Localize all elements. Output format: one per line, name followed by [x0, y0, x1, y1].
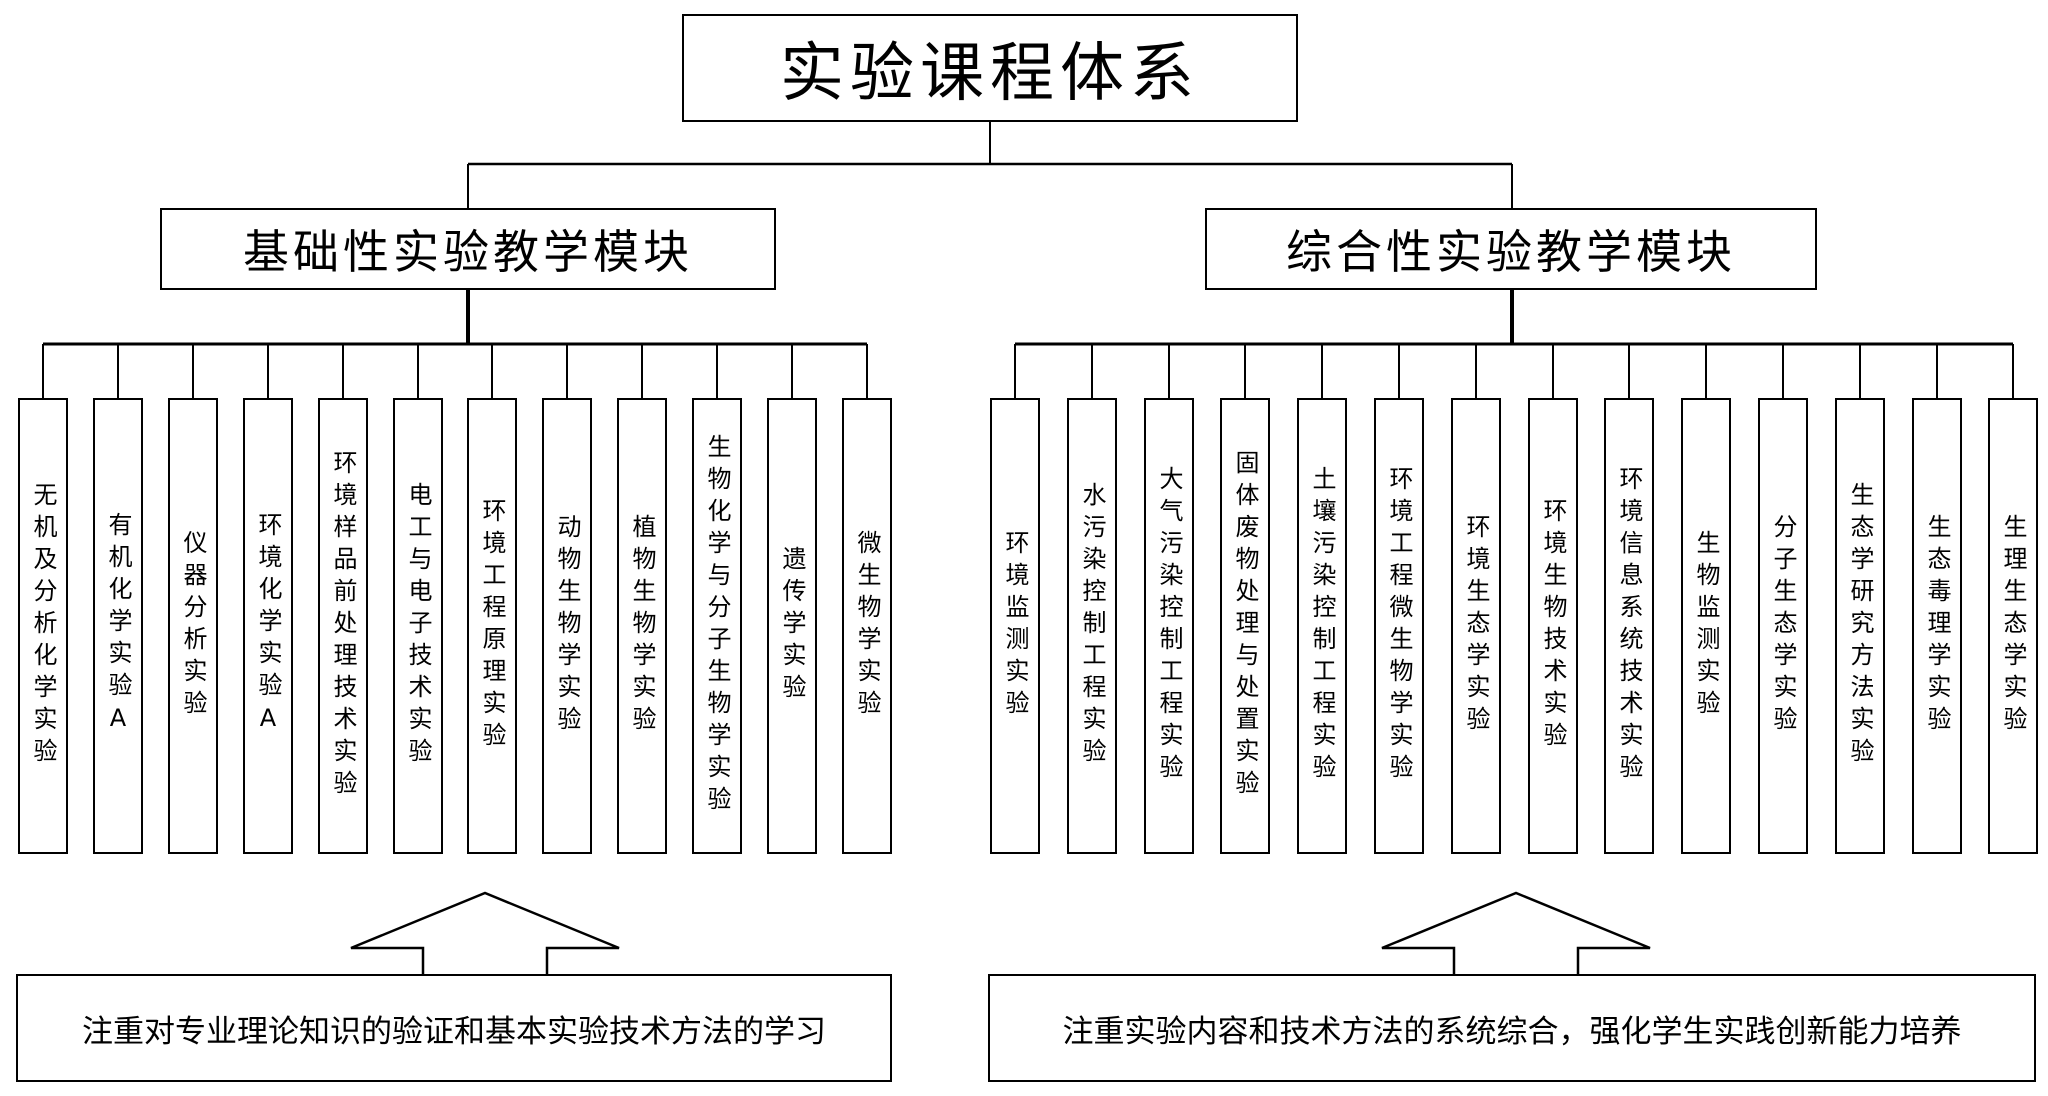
- course-box: 大气污染控制工程实验: [1144, 398, 1194, 854]
- course-name: 动物生物学实验: [553, 514, 581, 738]
- course-box: 环境样品前处理技术实验: [318, 398, 368, 854]
- course-box: 环境化学实验A: [243, 398, 293, 854]
- course-name: 生态学研究方法实验: [1846, 482, 1874, 770]
- course-name: 遗传学实验: [778, 546, 806, 706]
- course-name: 电工与电子技术实验: [404, 482, 432, 770]
- course-box: 水污染控制工程实验: [1067, 398, 1117, 854]
- course-name: 生态毒理学实验: [1923, 514, 1951, 738]
- course-name: 有机化学实验A: [104, 512, 132, 740]
- course-name: 植物生物学实验: [628, 514, 656, 738]
- course-name: 水污染控制工程实验: [1078, 482, 1106, 770]
- course-box: 环境生物技术实验: [1528, 398, 1578, 854]
- course-name: 大气污染控制工程实验: [1155, 466, 1183, 786]
- course-box: 无机及分析化学实验: [18, 398, 68, 854]
- basic-module-box: 基础性实验教学模块: [160, 208, 776, 290]
- course-name: 土壤污染控制工程实验: [1308, 466, 1336, 786]
- course-name: 环境样品前处理技术实验: [329, 450, 357, 802]
- course-box: 仪器分析实验: [168, 398, 218, 854]
- comprehensive-module-box: 综合性实验教学模块: [1205, 208, 1817, 290]
- basic-note-text: 注重对专业理论知识的验证和基本实验技术方法的学习: [82, 1013, 826, 1050]
- course-box: 电工与电子技术实验: [393, 398, 443, 854]
- course-box: 遗传学实验: [767, 398, 817, 854]
- course-box: 生态学研究方法实验: [1835, 398, 1885, 854]
- course-box: 生物化学与分子生物学实验: [692, 398, 742, 854]
- course-name: 生物化学与分子生物学实验: [703, 434, 731, 818]
- root-title: 实验课程体系: [780, 37, 1200, 111]
- course-box: 土壤污染控制工程实验: [1297, 398, 1347, 854]
- course-box: 环境工程原理实验: [467, 398, 517, 854]
- comprehensive-up-arrow-icon: [1381, 891, 1651, 976]
- course-box: 有机化学实验A: [93, 398, 143, 854]
- course-name: 生理生态学实验: [1999, 514, 2027, 738]
- course-name: 仪器分析实验: [179, 530, 207, 722]
- comprehensive-module-note: 注重实验内容和技术方法的系统综合，强化学生实践创新能力培养: [988, 974, 2036, 1082]
- course-name: 环境工程原理实验: [478, 498, 506, 754]
- comprehensive-module-title: 综合性实验教学模块: [1286, 225, 1736, 279]
- course-box: 环境生态学实验: [1451, 398, 1501, 854]
- course-name: 分子生态学实验: [1769, 514, 1797, 738]
- course-box: 分子生态学实验: [1758, 398, 1808, 854]
- course-box: 植物生物学实验: [617, 398, 667, 854]
- course-box: 环境信息系统技术实验: [1604, 398, 1654, 854]
- course-name: 生物监测实验: [1692, 530, 1720, 722]
- course-name: 固体废物处理与处置实验: [1231, 450, 1259, 802]
- course-box: 生物监测实验: [1681, 398, 1731, 854]
- course-box: 动物生物学实验: [542, 398, 592, 854]
- course-box: 固体废物处理与处置实验: [1220, 398, 1270, 854]
- course-name: 环境工程微生物学实验: [1385, 466, 1413, 786]
- course-box: 环境工程微生物学实验: [1374, 398, 1424, 854]
- course-box: 生态毒理学实验: [1912, 398, 1962, 854]
- course-name: 环境化学实验A: [254, 512, 282, 740]
- course-name: 环境生态学实验: [1462, 514, 1490, 738]
- comprehensive-note-text: 注重实验内容和技术方法的系统综合，强化学生实践创新能力培养: [1062, 1013, 1962, 1050]
- course-name: 微生物学实验: [853, 530, 881, 722]
- course-name: 环境生物技术实验: [1539, 498, 1567, 754]
- basic-module-title: 基础性实验教学模块: [243, 225, 693, 279]
- basic-module-note: 注重对专业理论知识的验证和基本实验技术方法的学习: [16, 974, 892, 1082]
- course-name: 无机及分析化学实验: [29, 482, 57, 770]
- course-box: 微生物学实验: [842, 398, 892, 854]
- basic-up-arrow-icon: [350, 891, 620, 976]
- course-name: 环境监测实验: [1001, 530, 1029, 722]
- root-title-box: 实验课程体系: [682, 14, 1298, 122]
- course-name: 环境信息系统技术实验: [1615, 466, 1643, 786]
- course-box: 生理生态学实验: [1988, 398, 2038, 854]
- course-box: 环境监测实验: [990, 398, 1040, 854]
